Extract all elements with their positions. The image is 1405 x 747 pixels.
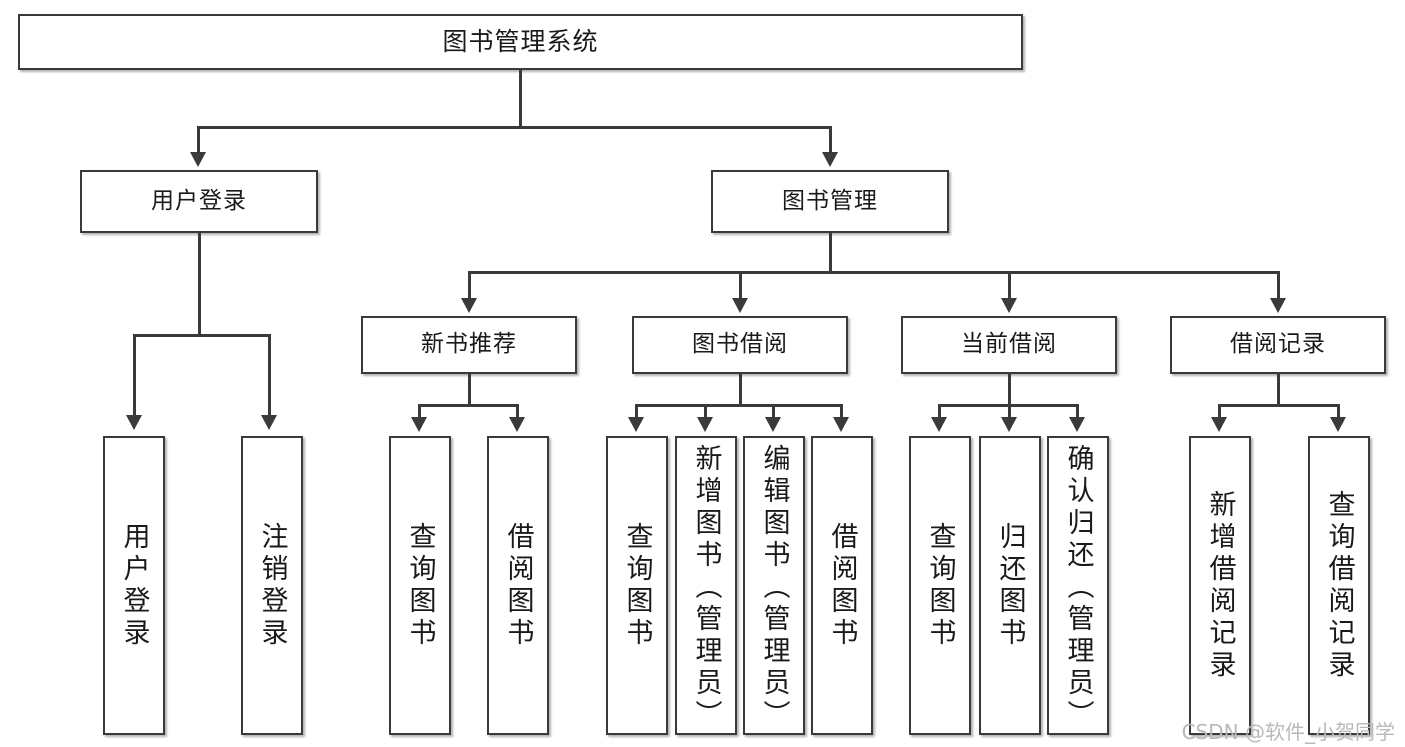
- arrow-to-leaf-add-book: [697, 417, 713, 432]
- connector-bookborrow-drop-2: [704, 404, 707, 418]
- node-label: 图书管理系统: [442, 27, 599, 56]
- connector-bookmgmt-stem: [829, 233, 832, 273]
- leaf-query-borrow-record[interactable]: 查询借阅记录: [1308, 436, 1370, 735]
- connector-bookborrow-drop-1: [635, 404, 638, 418]
- node-label: 新增图书（管理员）: [690, 444, 722, 732]
- connector-borrowrecord-drop-2: [1337, 404, 1340, 418]
- node-label: 注销登录: [256, 521, 288, 650]
- node-new-book-recommendation[interactable]: 新书推荐: [361, 316, 577, 374]
- arrow-to-book-borrow: [732, 298, 748, 313]
- node-label: 查询图书: [621, 521, 653, 650]
- leaf-add-borrow-record[interactable]: 新增借阅记录: [1189, 436, 1251, 735]
- node-user-login[interactable]: 用户登录: [80, 170, 318, 233]
- arrow-to-current-borrow: [1001, 298, 1017, 313]
- node-label: 当前借阅: [961, 331, 1057, 358]
- arrow-to-user-login: [190, 152, 206, 167]
- arrow-to-new-book-rec: [461, 298, 477, 313]
- node-label: 图书管理: [782, 187, 878, 214]
- arrow-to-leaf-query-book-a: [411, 417, 427, 432]
- arrow-to-leaf-query-book-c: [931, 417, 947, 432]
- connector-bookmgmt-drop-1: [468, 271, 471, 299]
- node-label: 查询借阅记录: [1323, 489, 1355, 682]
- arrow-to-leaf-add-record: [1211, 417, 1227, 432]
- node-book-management[interactable]: 图书管理: [711, 170, 949, 233]
- connector-currentborrow-drop-2: [1008, 404, 1011, 418]
- connector-bookmgmt-drop-3: [1008, 271, 1011, 299]
- node-label: 确认归还（管理员）: [1062, 444, 1094, 732]
- arrow-to-book-manage: [822, 152, 838, 167]
- arrow-to-leaf-edit-book: [765, 417, 781, 432]
- connector-root-stem: [519, 70, 522, 127]
- connector-newbook-bus: [418, 404, 519, 407]
- node-label: 借阅图书: [502, 521, 534, 650]
- arrow-to-leaf-borrow-book-b: [833, 417, 849, 432]
- connector-bookborrow-bus: [635, 404, 843, 407]
- node-root-system[interactable]: 图书管理系统: [18, 14, 1023, 70]
- connector-borrowrecord-bus: [1218, 404, 1340, 407]
- connector-bookborrow-drop-4: [840, 404, 843, 418]
- connector-currentborrow-drop-1: [938, 404, 941, 418]
- leaf-query-book-current[interactable]: 查询图书: [909, 436, 971, 735]
- connector-userlogin-bus: [133, 334, 270, 337]
- connector-bookmgmt-drop-4: [1277, 271, 1280, 299]
- arrow-to-leaf-confirm-return: [1069, 417, 1085, 432]
- arrow-to-leaf-user-login: [126, 415, 142, 430]
- connector-borrowrecord-stem: [1277, 374, 1280, 406]
- connector-borrowrecord-drop-1: [1218, 404, 1221, 418]
- connector-newbook-stem: [468, 374, 471, 406]
- arrow-to-leaf-borrow-book-a: [509, 417, 525, 432]
- connector-root-drop-left: [197, 126, 200, 153]
- connector-newbook-drop-1: [418, 404, 421, 418]
- node-label: 新增借阅记录: [1204, 489, 1236, 682]
- node-label: 借阅记录: [1230, 331, 1326, 358]
- connector-bookborrow-stem: [739, 374, 742, 406]
- arrow-to-leaf-query-record: [1330, 417, 1346, 432]
- connector-userlogin-stem: [198, 233, 201, 336]
- connector-bookmgmt-drop-2: [739, 271, 742, 299]
- leaf-query-book-borrowing[interactable]: 查询图书: [606, 436, 668, 735]
- arrow-to-borrow-record: [1270, 298, 1286, 313]
- leaf-edit-book-admin[interactable]: 编辑图书（管理员）: [743, 436, 805, 735]
- arrow-to-leaf-logout: [261, 415, 277, 430]
- node-current-borrowing[interactable]: 当前借阅: [901, 316, 1117, 374]
- connector-bookmgmt-bus: [468, 271, 1280, 274]
- connector-currentborrow-drop-3: [1076, 404, 1079, 418]
- node-label: 查询图书: [924, 521, 956, 650]
- arrow-to-leaf-return-book: [1001, 417, 1017, 432]
- leaf-user-login[interactable]: 用户登录: [103, 436, 165, 735]
- connector-currentborrow-stem: [1008, 374, 1011, 406]
- node-label: 图书借阅: [692, 331, 788, 358]
- connector-userlogin-drop-1: [133, 334, 136, 416]
- leaf-confirm-return-admin[interactable]: 确认归还（管理员）: [1047, 436, 1109, 735]
- node-label: 归还图书: [994, 521, 1026, 650]
- connector-newbook-drop-2: [516, 404, 519, 418]
- node-book-borrowing[interactable]: 图书借阅: [632, 316, 848, 374]
- node-label: 新书推荐: [421, 331, 517, 358]
- leaf-logout[interactable]: 注销登录: [241, 436, 303, 735]
- node-label: 查询图书: [404, 521, 436, 650]
- leaf-add-book-admin[interactable]: 新增图书（管理员）: [675, 436, 737, 735]
- connector-userlogin-drop-2: [268, 334, 271, 416]
- leaf-borrow-book-recommendation[interactable]: 借阅图书: [487, 436, 549, 735]
- node-label: 用户登录: [118, 521, 150, 650]
- arrow-to-leaf-query-book-b: [628, 417, 644, 432]
- leaf-return-book[interactable]: 归还图书: [979, 436, 1041, 735]
- node-label: 用户登录: [151, 187, 247, 214]
- connector-root-bus: [197, 126, 831, 129]
- connector-bookborrow-drop-3: [772, 404, 775, 418]
- node-borrowing-records[interactable]: 借阅记录: [1170, 316, 1386, 374]
- node-label: 编辑图书（管理员）: [758, 444, 790, 732]
- leaf-borrow-book-borrowing[interactable]: 借阅图书: [811, 436, 873, 735]
- node-label: 借阅图书: [826, 521, 858, 650]
- leaf-query-book-recommendation[interactable]: 查询图书: [389, 436, 451, 735]
- connector-root-drop-right: [829, 126, 832, 153]
